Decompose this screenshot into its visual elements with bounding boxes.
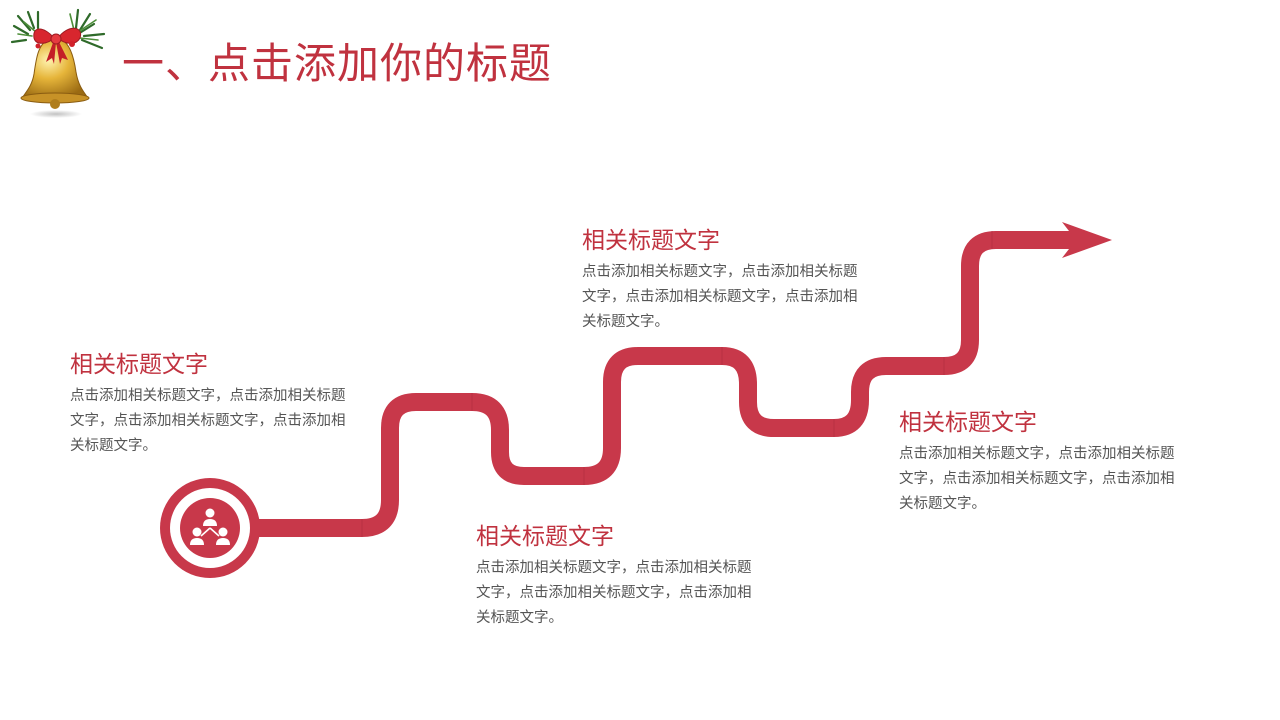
block-title: 相关标题文字 xyxy=(899,410,1037,436)
block-body: 点击添加相关标题文字，点击添加相关标题文字，点击添加相关标题文字，点击添加相关标… xyxy=(70,388,346,454)
page-title: 一、点击添加你的标题 xyxy=(122,39,553,88)
christmas-bell-icon xyxy=(10,8,106,118)
block-body: 点击添加相关标题文字，点击添加相关标题文字，点击添加相关标题文字，点击添加相关标… xyxy=(899,446,1175,512)
block-title: 相关标题文字 xyxy=(70,352,208,378)
winding-path xyxy=(250,231,1064,537)
block-title: 相关标题文字 xyxy=(582,228,720,254)
team-hierarchy-icon xyxy=(190,508,230,545)
text-block-4: 相关标题文字 点击添加相关标题文字，点击添加相关标题文字，点击添加相关标题文字，… xyxy=(899,408,1184,517)
text-block-2: 相关标题文字 点击添加相关标题文字，点击添加相关标题文字，点击添加相关标题文字，… xyxy=(582,226,867,335)
block-body: 点击添加相关标题文字，点击添加相关标题文字，点击添加相关标题文字，点击添加相关标… xyxy=(582,264,858,330)
block-title: 相关标题文字 xyxy=(476,524,614,550)
text-block-1: 相关标题文字 点击添加相关标题文字，点击添加相关标题文字，点击添加相关标题文字，… xyxy=(70,350,355,459)
block-body: 点击添加相关标题文字，点击添加相关标题文字，点击添加相关标题文字，点击添加相关标… xyxy=(476,560,752,626)
text-block-3: 相关标题文字 点击添加相关标题文字，点击添加相关标题文字，点击添加相关标题文字，… xyxy=(476,522,761,631)
